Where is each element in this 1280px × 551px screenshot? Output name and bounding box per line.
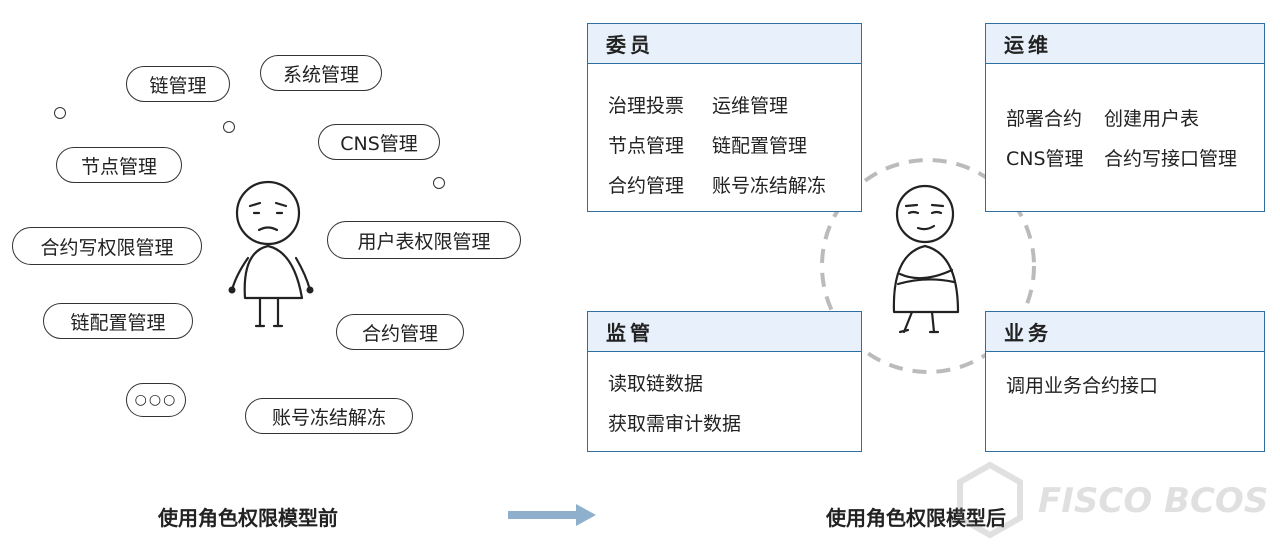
pill-more: ○○○ [126,383,186,417]
before-caption: 使用角色权限模型前 [158,506,338,530]
svg-text:FISCO BCOS: FISCO BCOS [1038,481,1268,521]
role-title: 委员 [588,24,861,64]
perm-row: 获取需审计数据 [608,412,742,435]
perm-row: 治理投票运维管理 [608,94,789,117]
pill-cns-manage: CNS管理 [318,124,440,160]
role-title: 业务 [986,312,1264,352]
perm-row: 部署合约创建用户表 [1006,107,1200,130]
perm-row: 节点管理链配置管理 [608,134,808,157]
after-caption: 使用角色权限模型后 [826,506,1006,530]
role-committee: 委员 治理投票运维管理 节点管理链配置管理 合约管理账号冻结解冻 [587,23,862,212]
pill-system-manage: 系统管理 [260,55,382,91]
pill-node-manage: 节点管理 [56,147,182,183]
perm-row: CNS管理合约写接口管理 [1006,147,1238,170]
pill-chain-manage: 链管理 [126,66,230,102]
role-title: 运维 [986,24,1264,64]
worried-figure-icon [228,180,314,328]
role-title: 监管 [588,312,861,352]
pill-contract-manage: 合约管理 [336,314,464,350]
fisco-bcos-logo: FISCO BCOS [950,460,1270,544]
bubble-dot [433,177,445,189]
role-ops: 运维 部署合约创建用户表 CNS管理合约写接口管理 [985,23,1265,212]
role-regulator: 监管 读取链数据 获取需审计数据 [587,311,862,452]
bubble-dot [223,121,235,133]
perm-row: 合约管理账号冻结解冻 [608,174,827,197]
bubble-dot [54,107,66,119]
perm-row: 读取链数据 [608,372,704,395]
pill-user-table-perm: 用户表权限管理 [327,221,521,259]
role-business: 业务 调用业务合约接口 [985,311,1265,452]
pill-account-freeze: 账号冻结解冻 [245,398,413,434]
transition-arrow-icon [508,504,596,526]
confident-figure-icon [892,184,960,334]
pill-contract-write-perm: 合约写权限管理 [12,227,202,265]
dashed-ring [820,158,1036,374]
perm-row: 调用业务合约接口 [1006,374,1159,397]
pill-chain-config-manage: 链配置管理 [43,303,193,339]
